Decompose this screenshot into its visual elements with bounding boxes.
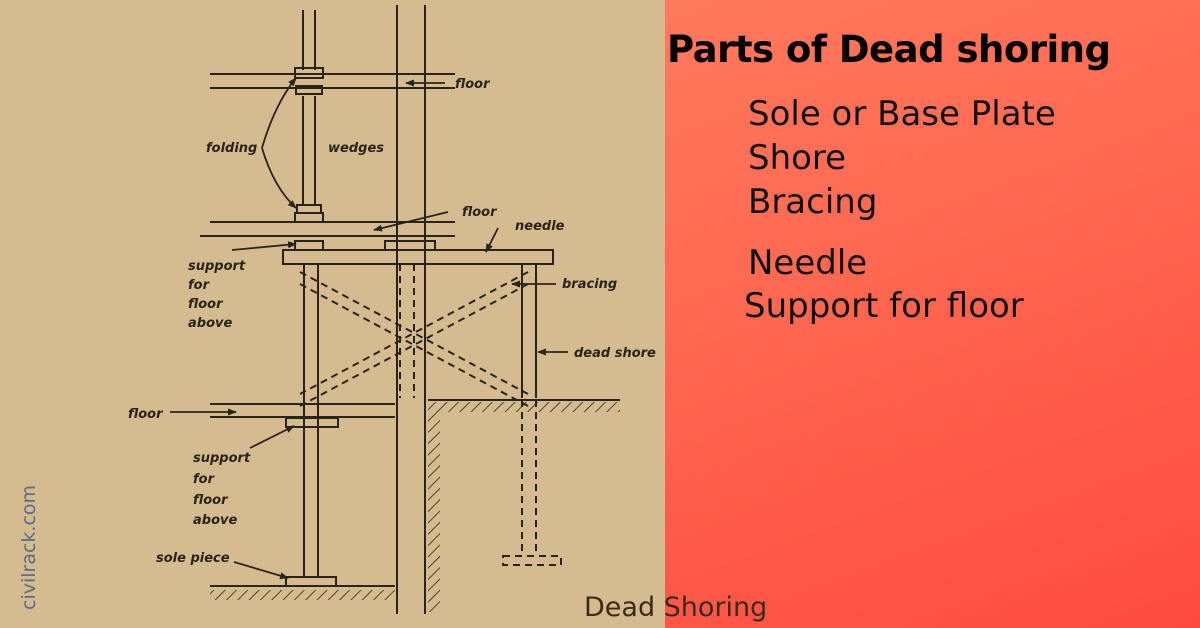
part-sole-base-plate: Sole or Base Plate xyxy=(748,94,1056,134)
needle-support-right xyxy=(384,240,436,251)
label-floor-low: floor xyxy=(128,407,164,422)
diagram-panel xyxy=(0,0,665,628)
hidden-lines xyxy=(399,264,562,566)
label-dead-shore: dead shore xyxy=(574,346,656,361)
ground-hatch-wall xyxy=(428,412,440,612)
label-support-lower-2: for xyxy=(193,472,216,487)
needle-support-left xyxy=(294,240,324,251)
label-floor-mid: floor xyxy=(462,205,498,220)
part-needle: Needle xyxy=(748,243,868,283)
label-support-lower-3: floor xyxy=(193,493,229,508)
parts-panel xyxy=(665,0,1200,628)
folding-wedges xyxy=(294,67,324,223)
label-support-lower-1: support xyxy=(193,451,251,466)
part-support-for-floor: Support for floor xyxy=(744,286,1024,326)
label-folding: folding xyxy=(206,141,257,156)
label-needle: needle xyxy=(515,219,565,234)
ground-hatch-right xyxy=(428,402,620,412)
label-support-upper-2: for xyxy=(188,278,211,293)
site-watermark: civilrack.com xyxy=(18,484,40,610)
label-bracing: bracing xyxy=(562,277,617,292)
needle xyxy=(282,249,554,265)
ground-hatch-bottom xyxy=(210,590,395,600)
page-title: Parts of Dead shoring xyxy=(667,28,1111,71)
label-support-lower-4: above xyxy=(193,513,237,528)
image-caption: Dead Shoring xyxy=(584,592,768,623)
middle-floor-slab xyxy=(200,221,455,237)
part-shore: Shore xyxy=(748,138,847,178)
upper-shore xyxy=(302,10,316,205)
ground xyxy=(210,399,620,587)
label-support-upper-1: support xyxy=(188,259,246,274)
label-support-upper-3: floor xyxy=(188,297,224,312)
dead-shore-left xyxy=(303,264,319,578)
label-floor-top: floor xyxy=(455,77,491,92)
dead-shoring-diagram: floor folding wedges floor needle suppor… xyxy=(128,5,656,614)
lower-floor xyxy=(210,403,395,428)
part-bracing: Bracing xyxy=(748,182,878,222)
label-sole-piece: sole piece xyxy=(156,551,230,566)
label-support-upper-4: above xyxy=(188,316,232,331)
label-wedges: wedges xyxy=(328,141,384,156)
wall xyxy=(396,5,426,614)
upper-floor-slab xyxy=(210,73,455,89)
